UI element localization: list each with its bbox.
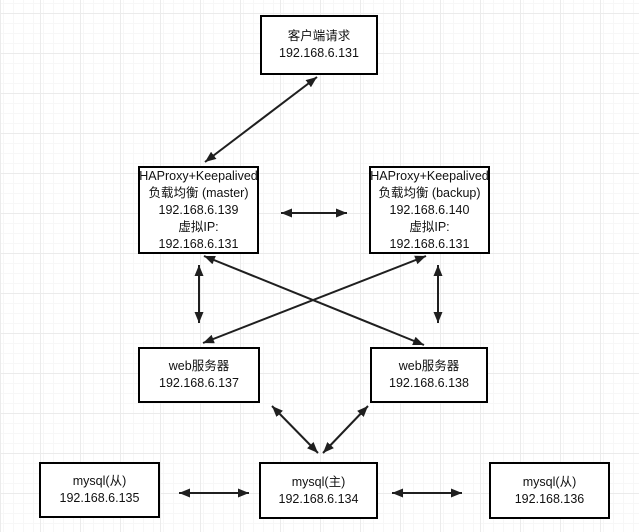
node-mysql-master-ip: 192.168.6.134 [278,491,359,506]
node-web2-ip: 192.168.6.138 [389,376,469,390]
edge-web2-mysql-master[interactable] [322,405,369,454]
node-client-ip: 192.168.6.131 [279,46,359,60]
node-mysql-slave-left-ip: 192.168.6.135 [59,491,140,505]
node-haproxy-backup-line: 负载均衡 (backup) [378,185,481,200]
edge-client-haproxy-master[interactable] [204,76,318,163]
node-web1-label: web服务器 [168,359,230,373]
node-mysql-slave-right[interactable]: mysql(从) 192.168.136 [489,462,610,519]
node-haproxy-backup-line: HAProxy+Keepalived [370,168,489,183]
node-web2[interactable]: web服务器 192.168.6.138 [370,347,488,403]
node-haproxy-master[interactable]: HAProxy+Keepalived 负载均衡 (master) 192.168… [138,166,259,254]
node-mysql-slave-right-ip: 192.168.136 [514,491,585,506]
node-web1-ip: 192.168.6.137 [159,376,239,390]
node-haproxy-master-line: 负载均衡 (master) [148,185,249,200]
node-haproxy-master-line: 虚拟IP: [178,219,219,234]
edge-web1-mysql-master[interactable] [271,405,319,454]
node-mysql-master[interactable]: mysql(主) 192.168.6.134 [259,462,378,519]
node-client-label: 客户端请求 [287,29,351,43]
node-haproxy-backup-line: 192.168.6.131 [389,236,470,251]
node-web1[interactable]: web服务器 192.168.6.137 [138,347,260,403]
node-haproxy-backup-line: 192.168.6.140 [389,202,470,217]
node-web2-label: web服务器 [398,359,460,373]
edge-haproxy-backup-web1[interactable] [202,255,427,344]
node-haproxy-backup-line: 虚拟IP: [409,219,450,234]
node-mysql-master-label: mysql(主) [291,474,346,489]
node-haproxy-master-line: 192.168.6.131 [158,236,239,251]
node-haproxy-master-line: 192.168.6.139 [158,202,239,217]
node-mysql-slave-left[interactable]: mysql(从) 192.168.6.135 [39,462,160,518]
node-client[interactable]: 客户端请求 192.168.6.131 [260,15,378,75]
node-mysql-slave-right-label: mysql(从) [522,474,577,489]
node-mysql-slave-left-label: mysql(从) [72,474,127,488]
node-haproxy-backup[interactable]: HAProxy+Keepalived 负载均衡 (backup) 192.168… [369,166,490,254]
node-haproxy-master-line: HAProxy+Keepalived [139,168,258,183]
